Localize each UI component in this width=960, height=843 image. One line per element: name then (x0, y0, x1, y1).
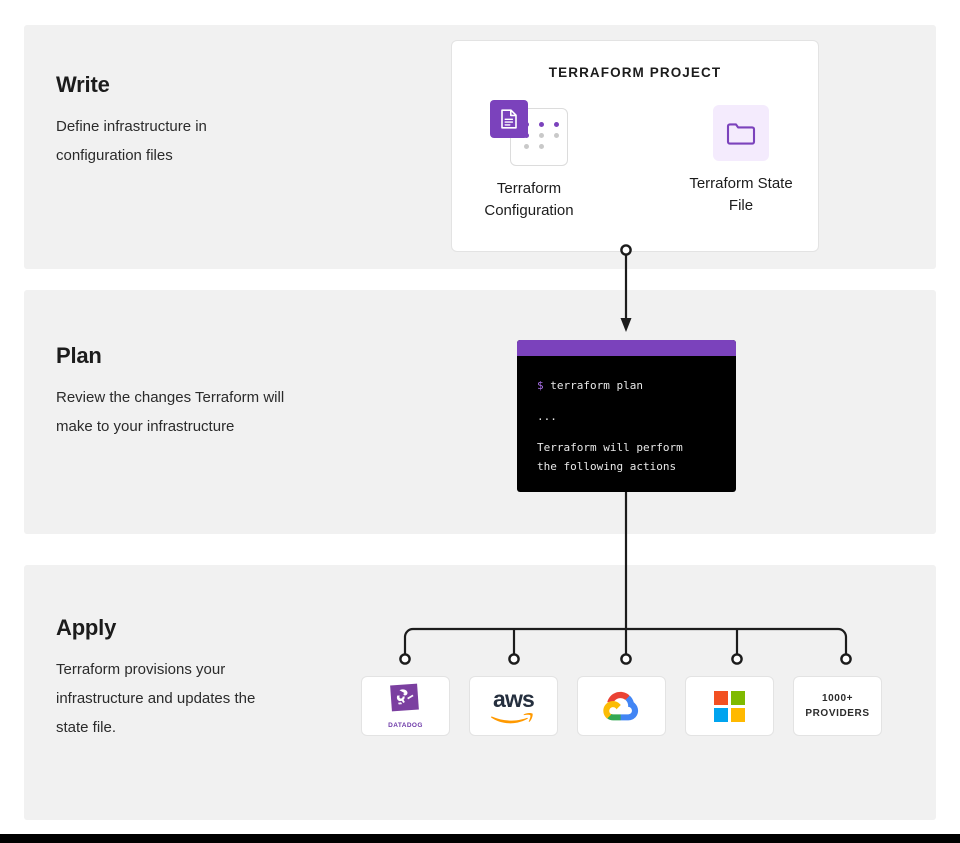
stage-section-plan (24, 290, 936, 534)
terminal-spacer-1 (537, 395, 736, 407)
provider-card-more-providers[interactable]: 1000+ PROVIDERS (793, 676, 882, 736)
asset-terraform-configuration: Terraform Configuration (469, 100, 589, 222)
terminal-command-line: $ terraform plan (537, 376, 736, 395)
folder-icon (713, 105, 769, 161)
more-providers-count: 1000+ (821, 693, 854, 704)
more-providers-label: PROVIDERS (805, 708, 870, 719)
terminal-output-line-1: Terraform will perform (537, 441, 683, 454)
stage-text-plan: Plan Review the changes Terraform will m… (56, 343, 286, 441)
more-providers-badge: 1000+ PROVIDERS (805, 691, 869, 721)
datadog-logo: DATADOG (388, 683, 423, 729)
terminal-spacer-2 (537, 426, 736, 438)
provider-card-google-cloud[interactable] (577, 676, 666, 736)
terraform-configuration-icon (490, 100, 568, 166)
terminal-ellipsis: ... (537, 410, 557, 423)
aws-logo: aws (489, 685, 539, 724)
project-card-title: TERRAFORM PROJECT (548, 65, 722, 80)
stage-title-write: Write (56, 72, 110, 97)
provider-card-aws[interactable]: aws (469, 676, 558, 736)
terraform-plan-terminal: $ terraform plan ... Terraform will perf… (517, 340, 736, 492)
provider-card-datadog[interactable]: DATADOG (361, 676, 450, 736)
google-cloud-logo (602, 691, 638, 721)
document-icon (490, 100, 528, 138)
datadog-logo-label: DATADOG (388, 722, 423, 729)
provider-card-microsoft[interactable] (685, 676, 774, 736)
stage-description-write: Define infrastructure in configuration f… (56, 118, 207, 164)
asset-label-terraform-configuration: Terraform Configuration (484, 180, 574, 219)
terminal-command-text: terraform plan (543, 379, 643, 392)
stage-title-plan: Plan (56, 343, 102, 368)
asset-label-terraform-state-file: Terraform State File (689, 175, 793, 214)
aws-logo-wordmark: aws (492, 685, 535, 712)
stage-description-plan: Review the changes Terraform will make t… (56, 389, 285, 435)
project-assets-row: Terraform Configuration Terraform State … (452, 100, 818, 222)
asset-terraform-state-file: Terraform State File (681, 100, 801, 222)
stage-description-apply: Terraform provisions your infrastructure… (56, 661, 256, 736)
bottom-bar (0, 834, 960, 843)
microsoft-logo (714, 690, 745, 722)
terraform-project-card: TERRAFORM PROJECT (451, 40, 819, 252)
terminal-body: $ terraform plan ... Terraform will perf… (517, 356, 736, 476)
provider-cards-row: DATADOG aws (361, 676, 882, 736)
terminal-titlebar (517, 340, 736, 356)
terminal-output-line-2: the following actions (537, 460, 677, 473)
terminal-prompt-symbol: $ (537, 379, 544, 392)
stage-text-write: Write Define infrastructure in configura… (56, 72, 286, 170)
config-dots-grid (524, 122, 563, 149)
stage-text-apply: Apply Terraform provisions your infrastr… (56, 615, 286, 742)
stage-title-apply: Apply (56, 615, 117, 640)
